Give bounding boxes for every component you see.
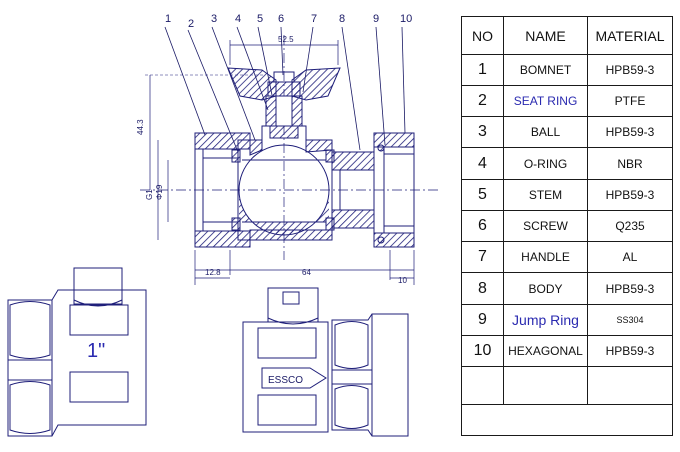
left-end-view <box>7 267 147 437</box>
table-row: 2 SEAT RING PTFE <box>462 86 672 117</box>
dim-overall: 64 <box>302 268 311 277</box>
row-name: HANDLE <box>504 242 588 272</box>
row-no: 8 <box>462 273 504 304</box>
row-no: 6 <box>462 211 504 241</box>
row-no: 5 <box>462 180 504 210</box>
row-name: Jump Ring <box>504 305 588 335</box>
front-view <box>242 287 409 437</box>
dim-bore: Φ19 <box>155 184 164 200</box>
row-material: NBR <box>617 156 643 171</box>
row-no: 2 <box>462 86 504 116</box>
header-no: NO <box>462 17 504 54</box>
row-material: HPB59-3 <box>605 63 655 77</box>
table-row: 4 O-RING NBR <box>462 148 672 180</box>
callout-numbers: 1 2 3 4 5 6 7 8 9 10 <box>165 13 412 30</box>
row-no: 1 <box>462 55 504 85</box>
row-material: SS304 <box>616 315 644 325</box>
row-no: 7 <box>462 242 504 272</box>
row-name: SEAT RING <box>504 86 588 116</box>
row-name: HEXAGONAL <box>504 336 588 366</box>
table-row: 1 BOMNET HPB59-3 <box>462 55 672 86</box>
row-no: 4 <box>462 148 504 179</box>
row-material: PTFE <box>614 94 646 108</box>
row-material <box>588 367 672 404</box>
section-view <box>140 35 440 285</box>
size-label: 1" <box>87 340 105 362</box>
row-name: BALL <box>504 117 588 147</box>
table-row: 7 HANDLE AL <box>462 242 672 273</box>
row-name: SCREW <box>504 211 588 241</box>
row-name <box>504 367 588 404</box>
table-row: 6 SCREW Q235 <box>462 211 672 242</box>
callout-7: 7 <box>311 13 317 25</box>
callout-1: 1 <box>165 13 171 25</box>
table-row: 10 HEXAGONAL HPB59-3 <box>462 336 672 367</box>
callout-3: 3 <box>211 13 217 25</box>
row-material: Q235 <box>615 219 645 233</box>
table-row <box>462 405 672 435</box>
row-name: BOMNET <box>504 55 588 85</box>
brand-label: ESSCO <box>268 375 303 386</box>
callout-8: 8 <box>339 13 345 25</box>
row-material: HPB59-3 <box>605 344 655 358</box>
row-no: 3 <box>462 117 504 147</box>
header-material: MATERIAL <box>595 27 665 44</box>
callout-4: 4 <box>235 13 241 25</box>
table-row: 5 STEM HPB59-3 <box>462 180 672 211</box>
row-name: STEM <box>504 180 588 210</box>
dim-g1: G1 <box>145 189 154 200</box>
row-no <box>462 367 504 404</box>
callout-6: 6 <box>278 13 284 25</box>
row-material: HPB59-3 <box>605 188 655 202</box>
row-name: BODY <box>504 273 588 304</box>
leader-lines <box>164 26 406 153</box>
row-material: HPB59-3 <box>605 125 655 139</box>
dim-height: 44.3 <box>136 119 145 135</box>
callout-2: 2 <box>188 18 194 30</box>
table-row: 9 Jump Ring SS304 <box>462 305 672 336</box>
callout-5: 5 <box>257 13 263 25</box>
dimension-labels: 52.5 44.3 Φ19 G1 12.8 64 10 <box>136 35 407 285</box>
dim-left-thread: 12.8 <box>205 268 221 277</box>
table-header: NO NAME MATERIAL <box>462 17 672 55</box>
row-no: 10 <box>462 336 504 366</box>
dim-right-thread: 10 <box>398 276 407 285</box>
header-name: NAME <box>504 17 588 54</box>
callout-9: 9 <box>373 13 379 25</box>
row-name: O-RING <box>504 148 588 179</box>
table-row <box>462 367 672 405</box>
row-material: HPB59-3 <box>605 281 655 296</box>
row-no: 9 <box>462 305 504 335</box>
row-name <box>462 405 672 435</box>
callout-10: 10 <box>400 13 412 25</box>
table-row: 3 BALL HPB59-3 <box>462 117 672 148</box>
dim-top-width: 52.5 <box>278 35 294 44</box>
table-row: 8 BODY HPB59-3 <box>462 273 672 305</box>
row-material: AL <box>622 250 638 264</box>
parts-table: NO NAME MATERIAL 1 BOMNET HPB59-3 2 SEAT… <box>461 16 673 436</box>
